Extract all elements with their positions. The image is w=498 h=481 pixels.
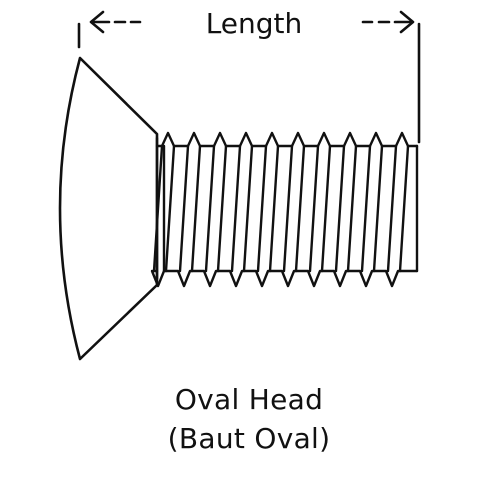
- thread-bottom-profile: [150, 269, 419, 288]
- thread-line: [152, 144, 164, 273]
- thread-line: [204, 144, 216, 273]
- thread-line: [282, 144, 294, 273]
- thread-line: [268, 144, 280, 273]
- thread-line: [230, 144, 242, 273]
- thread-line: [346, 144, 358, 273]
- thread-line: [256, 144, 268, 273]
- thread-line: [372, 144, 384, 273]
- caption-subtitle: (Baut Oval): [167, 422, 331, 455]
- length-label: Length: [206, 7, 303, 40]
- thread-line: [242, 144, 254, 273]
- oval-head: [58, 56, 159, 361]
- thread-line: [164, 144, 176, 273]
- thread-line: [294, 144, 306, 273]
- thread-line: [334, 144, 346, 273]
- thread-line: [216, 144, 228, 273]
- thread-line: [386, 144, 398, 273]
- thread-line: [308, 144, 320, 273]
- right-arrow-icon: [361, 10, 415, 34]
- thread-line: [320, 144, 332, 273]
- thread-line: [190, 144, 202, 273]
- thread-top-profile: [155, 131, 419, 148]
- left-arrow-icon: [89, 10, 142, 34]
- length-dimension: [77, 10, 421, 144]
- caption-title: Oval Head: [174, 383, 324, 416]
- thread-line: [178, 144, 190, 273]
- thread-line: [360, 144, 372, 273]
- threaded-shank: [150, 131, 419, 288]
- thread-line: [398, 144, 410, 273]
